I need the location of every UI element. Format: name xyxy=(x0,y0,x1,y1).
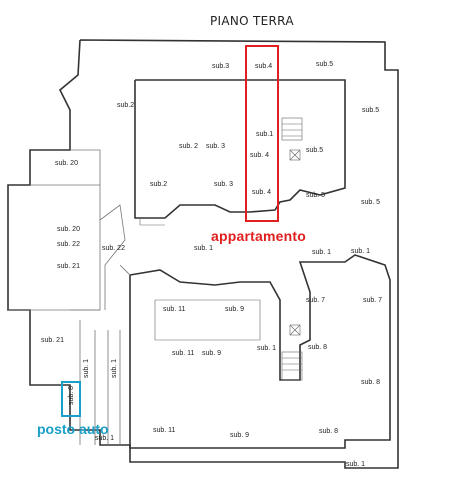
label: sub. 3 xyxy=(214,181,233,188)
label: sub. 1 xyxy=(351,248,370,255)
label: sub. 8 xyxy=(319,428,338,435)
label: sub. 7 xyxy=(363,297,382,304)
label: sub. 20 xyxy=(55,160,78,167)
label: sub. 21 xyxy=(41,337,64,344)
label: sub. 8 xyxy=(308,344,327,351)
label: sub. 11 xyxy=(172,350,195,357)
apartment-highlight xyxy=(245,45,279,222)
label: sub. 2 xyxy=(179,143,198,150)
label: sub.1 xyxy=(256,131,273,138)
label: sub. 1 xyxy=(257,345,276,352)
sub-labels: sub.3 sub.4 sub.5 sub.2 sub.5 sub.1 sub.… xyxy=(41,61,382,468)
stair-lower xyxy=(281,324,303,381)
apartment-caption: appartamento xyxy=(211,228,306,244)
parking-caption: posto auto xyxy=(37,421,109,437)
label: sub. 22 xyxy=(102,245,125,252)
label: sub. 5 xyxy=(306,192,325,199)
label: sub. 1 xyxy=(346,461,365,468)
label: sub.3 xyxy=(212,63,229,70)
label: sub. 3 xyxy=(206,143,225,150)
label: sub. 1 xyxy=(312,249,331,256)
label: sub. 11 xyxy=(153,427,176,434)
label: sub. 1 xyxy=(83,359,90,378)
corridor xyxy=(79,204,131,445)
label: sub.4 xyxy=(255,63,272,70)
plan-title: PIANO TERRA xyxy=(210,14,294,28)
label: sub. 1 xyxy=(95,435,114,442)
label: sub. 9 xyxy=(230,432,249,439)
label: sub.5 xyxy=(306,147,323,154)
label: sub. 8 xyxy=(361,379,380,386)
label: sub. 9 xyxy=(225,306,244,313)
upper-courtyard xyxy=(134,79,346,226)
label: sub.5 xyxy=(362,107,379,114)
label: sub. 11 xyxy=(163,306,186,313)
label: sub.2 xyxy=(150,181,167,188)
label: sub. 8 xyxy=(68,386,75,405)
label: sub. 4 xyxy=(250,152,269,159)
label: sub. 1 xyxy=(194,245,213,252)
label: sub.2 xyxy=(117,102,134,109)
parking-highlight xyxy=(61,381,81,417)
label: sub. 22 xyxy=(57,241,80,248)
lower-courtyard xyxy=(129,254,391,449)
label: sub. 9 xyxy=(202,350,221,357)
stair-upper xyxy=(281,117,303,161)
label: sub. 1 xyxy=(111,359,118,378)
label: sub. 20 xyxy=(57,226,80,233)
outer-walls xyxy=(7,39,399,469)
label: sub. 21 xyxy=(57,263,80,270)
label: sub. 7 xyxy=(306,297,325,304)
label: sub.5 xyxy=(316,61,333,68)
label: sub. 5 xyxy=(361,199,380,206)
label: sub. 4 xyxy=(252,189,271,196)
